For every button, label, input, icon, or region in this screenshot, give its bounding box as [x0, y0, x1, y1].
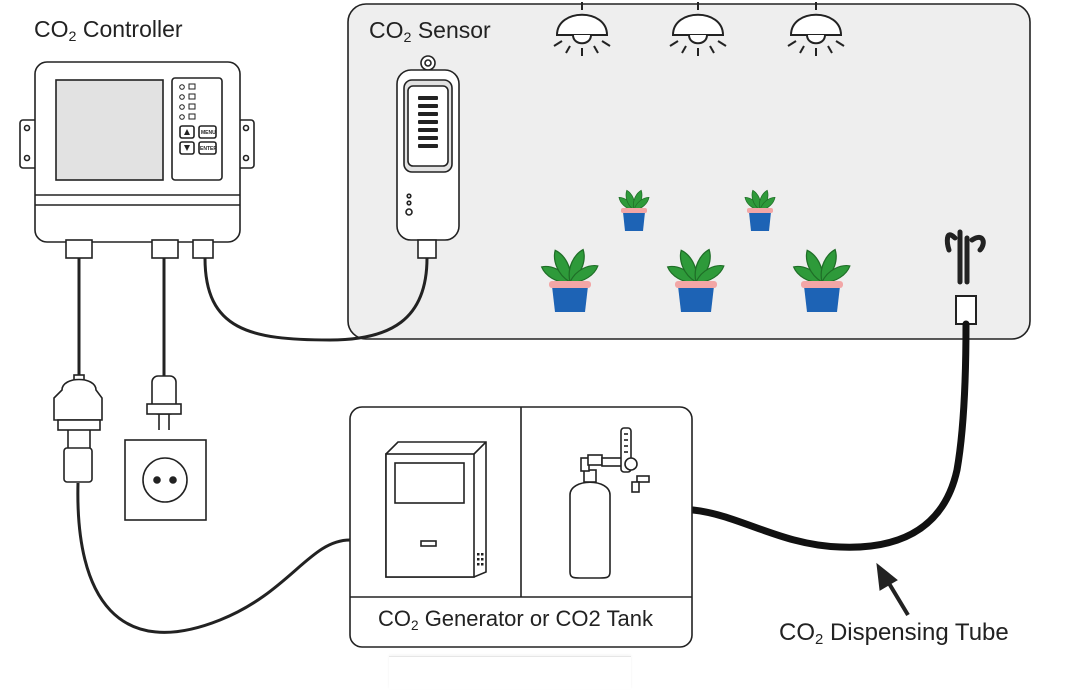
lamp-icon [669, 2, 727, 56]
co2-tank-icon [569, 427, 650, 579]
wall-socket-icon [124, 439, 207, 521]
plant-icon [538, 246, 602, 312]
enter-button-label: ENTER [200, 146, 217, 152]
generator-label: CO2 Generator or CO2 Tank [378, 606, 653, 633]
arrow-icon [876, 562, 910, 617]
lamp-icon [553, 2, 611, 56]
sensor-label: CO2 Sensor [369, 17, 491, 46]
co2-generator-icon [385, 441, 487, 578]
tube-label: CO2 Dispensing Tube [779, 619, 1009, 649]
grow-box [347, 3, 1031, 340]
power-plug-icon [146, 375, 182, 430]
cables [76, 257, 429, 634]
plant-icon [616, 188, 652, 231]
plant-icon [742, 188, 778, 231]
power-plug-icon [53, 374, 103, 483]
plant-icon [664, 246, 728, 312]
menu-button-label: MENU [201, 130, 216, 136]
plant-icon [790, 246, 854, 312]
co2-controller-icon: MENU ENTER [19, 61, 255, 259]
co2-tube [689, 320, 970, 551]
controller-label: CO2 Controller [34, 16, 183, 45]
bottom-panel [389, 656, 631, 689]
lamp-icon [787, 2, 845, 56]
co2-sensor-icon [396, 55, 460, 259]
